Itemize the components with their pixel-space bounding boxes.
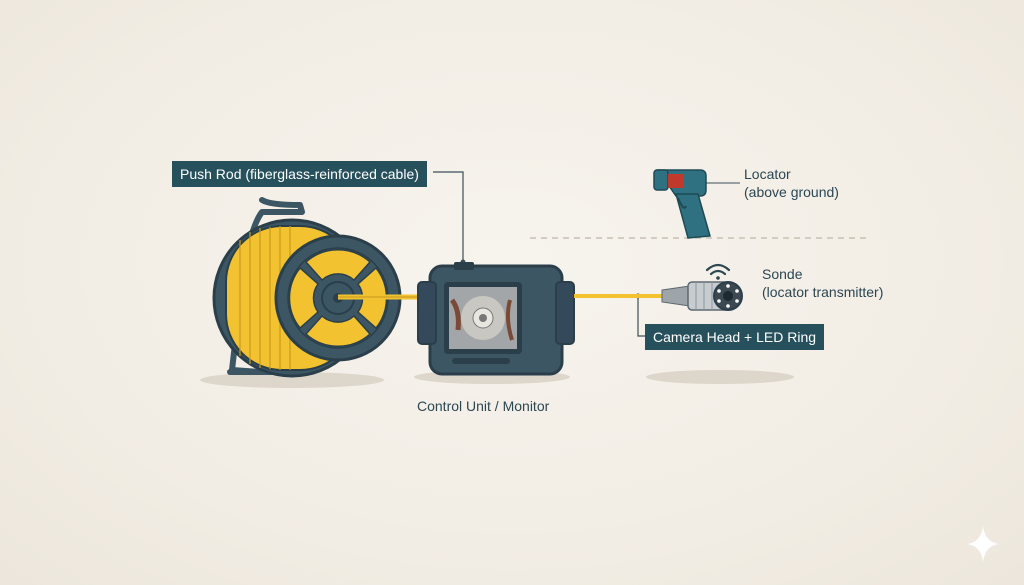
locator-label-line1: Locator	[744, 166, 791, 182]
camera-shadow	[646, 370, 794, 384]
sonde-label: Sonde (locator transmitter)	[762, 265, 883, 301]
push-rod-leader	[433, 171, 464, 262]
camera-head-icon	[661, 281, 743, 311]
wifi-signal-icon	[705, 263, 731, 280]
monitor-icon	[417, 262, 575, 376]
sonde-label-line2: (locator transmitter)	[762, 284, 884, 300]
camera-head-leader	[637, 296, 646, 337]
reel-shadow	[200, 372, 384, 388]
sonde-label-line1: Sonde	[762, 266, 803, 282]
locator-label-line2: (above ground)	[744, 184, 839, 200]
cable-reel-icon	[212, 197, 402, 378]
locator-gun-icon	[653, 169, 711, 239]
push-rod-label: Push Rod (fiberglass-reinforced cable)	[172, 161, 427, 187]
sparkle-icon	[967, 526, 999, 562]
camera-head-label: Camera Head + LED Ring	[645, 324, 825, 350]
control-unit-label: Control Unit / Monitor	[417, 398, 550, 414]
locator-label: Locator (above ground)	[744, 165, 839, 201]
